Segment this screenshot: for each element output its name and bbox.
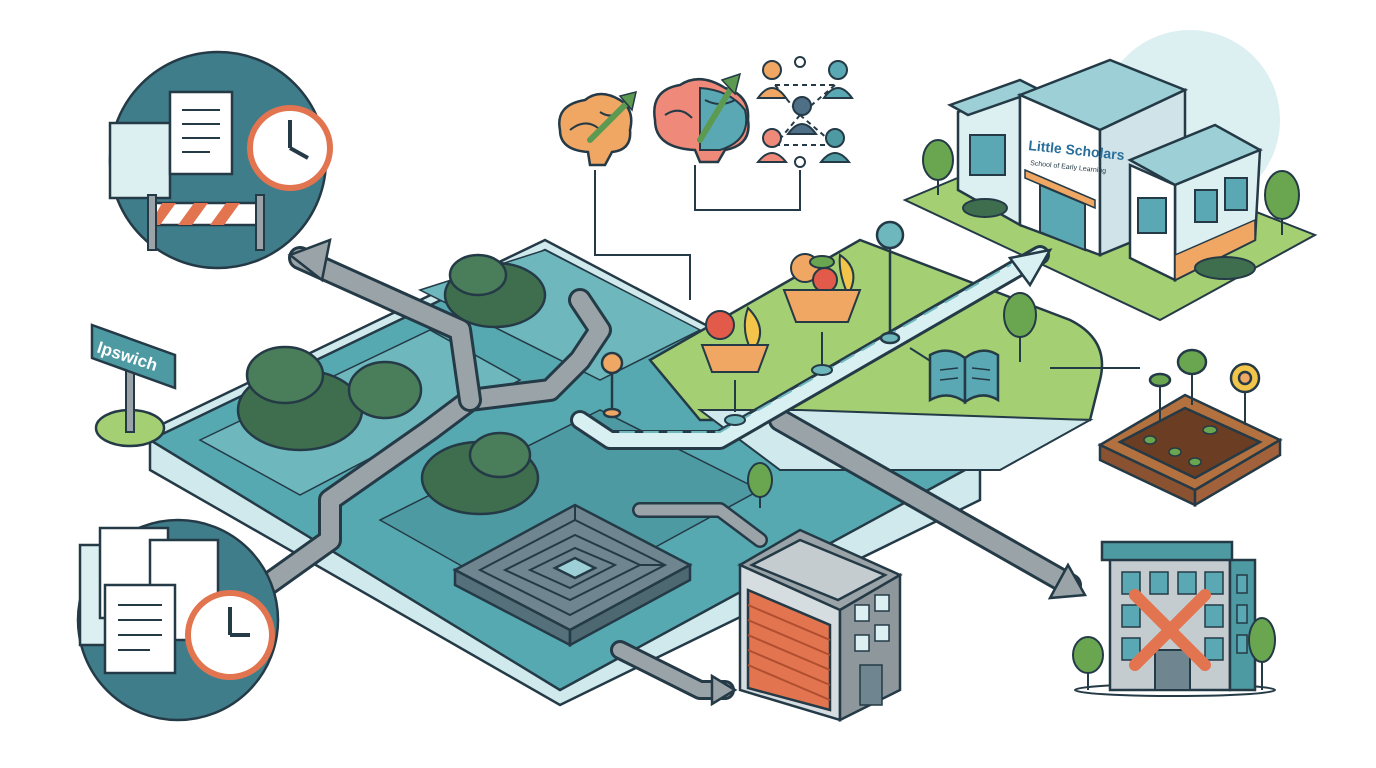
closed-building-icon: [1072, 540, 1276, 697]
arrow-head-warehouse: [710, 673, 738, 707]
arrow-head-school: [1007, 248, 1053, 288]
shrub-cluster-middle: [420, 431, 540, 516]
school-building-icon: Little Scholars School of Early Learning: [922, 30, 1300, 283]
maze-icon: [452, 503, 693, 648]
shrubs: [236, 253, 547, 516]
garden-bed-icon: [1097, 348, 1283, 508]
book-icon: [909, 347, 1000, 405]
shrub-cluster-top: [443, 253, 547, 329]
warehouse-icon: [737, 528, 903, 723]
brain-growth-large-icon: [653, 72, 750, 164]
gray-paths: [248, 246, 1082, 700]
arrow-head-top-left: [287, 238, 332, 283]
documents-clock-icon: [76, 518, 280, 722]
map-pin-icon: [600, 220, 905, 419]
community-network-icon: [755, 56, 854, 168]
ipswich-sign: Ipswich: [90, 323, 177, 448]
fruit-basket-icon: [700, 253, 862, 426]
documents-clock-barrier-icon: [108, 50, 333, 270]
arrow-head-bottom-right: [1047, 562, 1088, 600]
plateau-tree: [747, 292, 1037, 508]
school-route: [570, 245, 1050, 450]
shrub-cluster-left: [236, 345, 423, 452]
brain-growth-icon: [558, 90, 637, 167]
icon-connectors: [594, 165, 801, 300]
